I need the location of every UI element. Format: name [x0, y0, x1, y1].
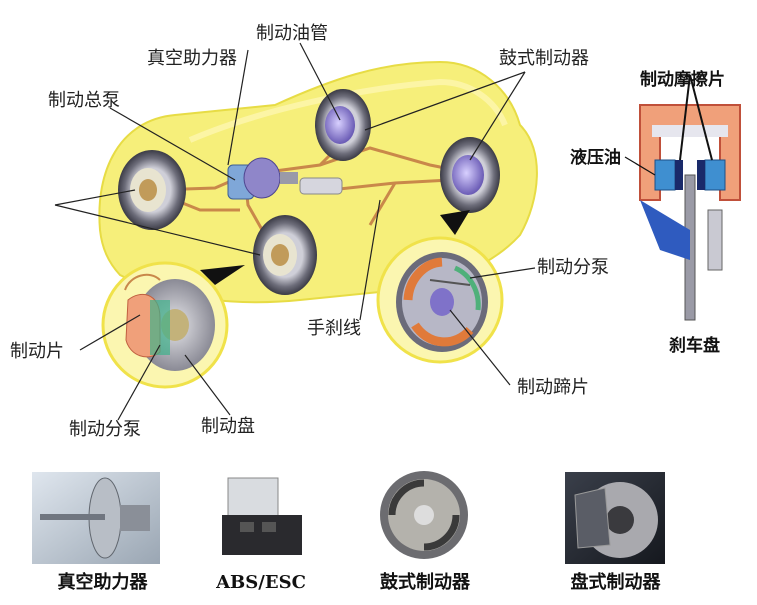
label-brake-pad-left: 制动片 — [10, 341, 64, 362]
wheel-front-left — [253, 215, 317, 295]
label-vacuum-booster: 真空助力器 — [147, 48, 237, 69]
label-brake-disc-right: 刹车盘 — [669, 336, 720, 356]
label-master-cylinder: 制动总泵 — [48, 90, 120, 111]
vacuum-booster-photo — [32, 472, 160, 564]
abs-esc-unit-photo — [215, 475, 310, 563]
booster-assembly — [227, 157, 343, 200]
label-hydraulic-oil: 液压油 — [570, 148, 621, 168]
disc-brake-section — [624, 74, 741, 321]
caption-vacuum-booster: 真空助力器 — [57, 572, 148, 593]
disc-brake-photo — [565, 472, 665, 564]
disc-brake-detail — [101, 261, 245, 389]
wheel-rear-left — [118, 150, 186, 230]
label-wheel-cylinder-left: 制动分泵 — [69, 419, 141, 440]
label-brake-shoe: 制动蹄片 — [517, 377, 589, 398]
label-handbrake-cable: 手刹线 — [307, 318, 361, 339]
callout-lines — [54, 42, 536, 421]
caption-abs-esc: ABS/ESC — [216, 572, 306, 593]
label-wheel-cylinder-right: 制动分泵 — [537, 257, 609, 278]
car-roof-highlight — [188, 78, 508, 143]
drum-brake-photo — [375, 470, 470, 562]
caption-drum-brake: 鼓式制动器 — [380, 572, 470, 593]
label-brake-line: 制动油管 — [256, 23, 328, 44]
label-brake-pad-right: 制动摩擦片 — [640, 70, 725, 90]
caption-disc-brake: 盘式制动器 — [570, 572, 661, 593]
label-drum-brake: 鼓式制动器 — [499, 48, 589, 69]
label-brake-disc-left: 制动盘 — [201, 416, 255, 437]
wheel-front-right — [440, 137, 500, 213]
drum-brake-detail — [376, 210, 504, 364]
wheel-rear-right — [315, 89, 371, 161]
